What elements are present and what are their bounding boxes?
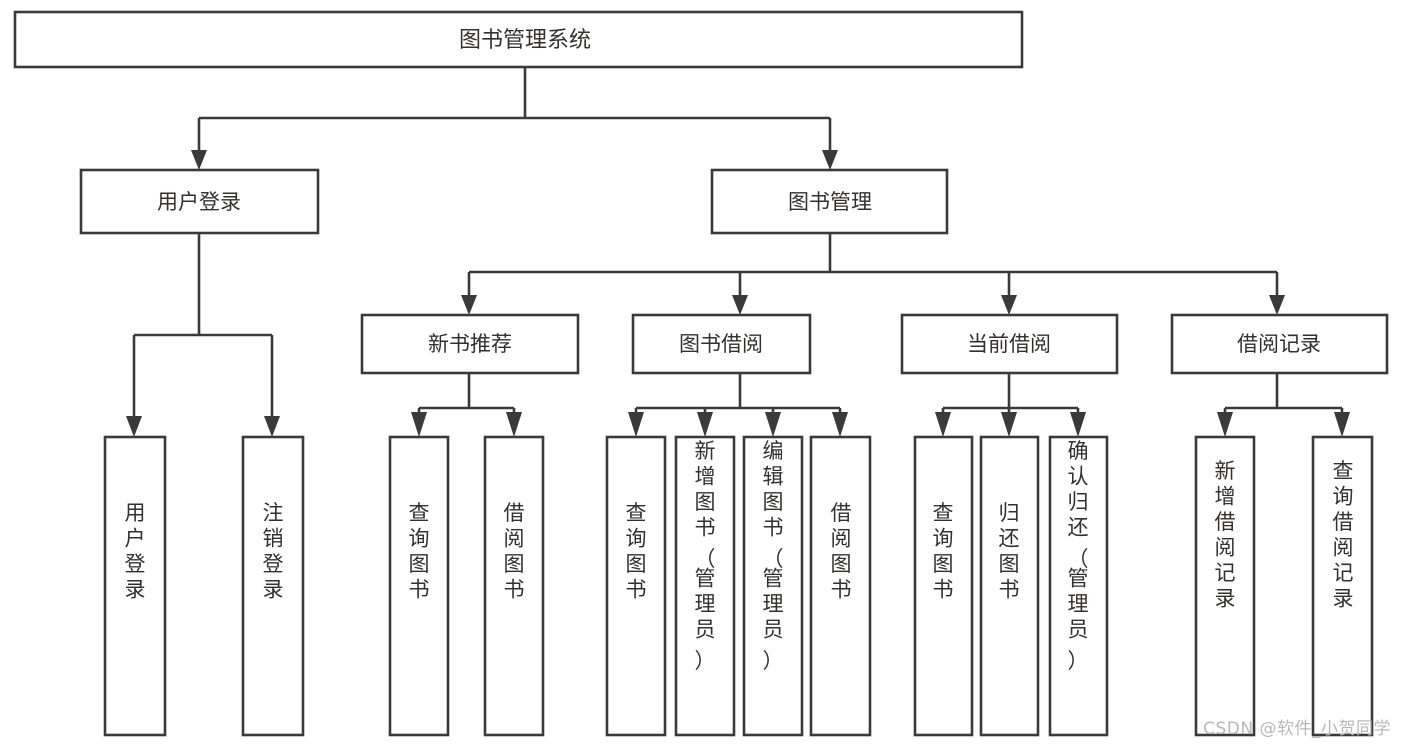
leaf-add-book-box[interactable] (674, 435, 736, 737)
leaf-edit-book-box[interactable] (742, 435, 804, 737)
node-current-borrow-box[interactable] (900, 313, 1119, 375)
leaf-user-logout-label: 注销登录 (263, 501, 284, 602)
leaf-query-book-3[interactable]: 查询图书 (913, 435, 974, 737)
arrow-to-leaf-borrow-book-2 (832, 412, 848, 437)
leaf-return-book[interactable]: 归还图书 (979, 435, 1040, 737)
arrow-to-leaf-add-record (1217, 412, 1233, 437)
arrow-to-leaf-query-book-2 (628, 412, 644, 437)
leaf-borrow-book-2[interactable]: 借阅图书 (809, 435, 872, 737)
node-root-box[interactable] (13, 10, 1024, 69)
leaf-query-book-1[interactable]: 查询图书 (388, 435, 450, 737)
arrow-to-current-borrow (1001, 295, 1017, 315)
node-borrow-record[interactable]: 借阅记录 (1170, 313, 1389, 375)
leaf-borrow-book-1-label: 借阅图书 (504, 501, 525, 602)
leaf-return-book-label: 归还图书 (999, 501, 1020, 602)
node-book-management-box[interactable] (710, 168, 949, 235)
leaf-edit-book-label: 编辑图书（管理员） (763, 439, 784, 673)
leaf-query-book-1-box[interactable] (388, 435, 450, 737)
node-current-borrow[interactable]: 当前借阅 (900, 313, 1119, 375)
arrow-to-user-login (191, 150, 207, 170)
leaf-return-book-box[interactable] (979, 435, 1040, 737)
node-book-borrow-label: 图书借阅 (679, 332, 763, 356)
leaf-borrow-book-1[interactable]: 借阅图书 (483, 435, 545, 737)
node-borrow-record-box[interactable] (1170, 313, 1389, 375)
leaf-user-login[interactable]: 用户登录 (103, 435, 167, 737)
node-book-management-label: 图书管理 (788, 190, 872, 214)
arrow-to-leaf-return-book (1001, 412, 1017, 437)
leaf-user-login-label: 用户登录 (125, 501, 146, 602)
leaf-confirm-return[interactable]: 确认归还（管理员） (1048, 435, 1109, 737)
node-current-borrow-label: 当前借阅 (967, 332, 1051, 356)
leaf-confirm-return-box[interactable] (1048, 435, 1109, 737)
arrow-to-leaf-user-login (126, 416, 142, 437)
leaf-query-book-2[interactable]: 查询图书 (605, 435, 667, 737)
leaf-borrow-book-2-label: 借阅图书 (831, 501, 852, 602)
leaf-query-book-3-label: 查询图书 (933, 501, 954, 602)
leaf-user-login-box[interactable] (103, 435, 167, 737)
node-book-management[interactable]: 图书管理 (710, 168, 949, 235)
arrow-to-borrow-record (1269, 295, 1285, 315)
arrow-to-leaf-query-book-1 (411, 412, 427, 437)
node-book-borrow[interactable]: 图书借阅 (631, 313, 812, 375)
leaf-add-book-label: 新增图书（管理员） (695, 439, 716, 673)
node-new-book-recommend[interactable]: 新书推荐 (360, 313, 580, 375)
node-new-book-recommend-box[interactable] (360, 313, 580, 375)
connector-layer (126, 67, 1350, 437)
arrow-to-book-management (822, 150, 838, 170)
leaf-borrow-book-1-box[interactable] (483, 435, 545, 737)
arrow-to-leaf-query-record (1334, 412, 1350, 437)
leaf-edit-book[interactable]: 编辑图书（管理员） (742, 435, 804, 737)
node-new-book-recommend-label: 新书推荐 (428, 332, 512, 356)
arrow-to-leaf-confirm-return (1070, 412, 1086, 437)
leaf-query-record[interactable]: 查询借阅记录 (1311, 435, 1374, 737)
leaf-query-record-label: 查询借阅记录 (1333, 459, 1354, 611)
leaf-query-record-box[interactable] (1311, 435, 1374, 737)
arrow-to-leaf-edit-book (765, 412, 781, 437)
node-root[interactable]: 图书管理系统 (13, 10, 1024, 69)
node-book-borrow-box[interactable] (631, 313, 812, 375)
leaf-query-book-1-label: 查询图书 (409, 501, 430, 602)
leaf-query-book-2-label: 查询图书 (626, 501, 647, 602)
leaf-confirm-return-label: 确认归还（管理员） (1068, 439, 1089, 673)
node-borrow-record-label: 借阅记录 (1237, 332, 1321, 356)
leaf-add-record[interactable]: 新增借阅记录 (1194, 435, 1256, 737)
node-user-login[interactable]: 用户登录 (79, 168, 320, 235)
leaf-add-record-box[interactable] (1194, 435, 1256, 737)
arrow-to-leaf-query-book-3 (935, 412, 951, 437)
leaf-query-book-3-box[interactable] (913, 435, 974, 737)
leaf-user-logout-box[interactable] (241, 435, 305, 737)
node-user-login-label: 用户登录 (157, 190, 241, 214)
arrow-to-new-book-recommend (461, 295, 477, 315)
arrow-to-leaf-user-logout (264, 416, 280, 437)
leaf-user-logout[interactable]: 注销登录 (241, 435, 305, 737)
node-user-login-box[interactable] (79, 168, 320, 235)
arrow-to-leaf-add-book (697, 412, 713, 437)
leaf-borrow-book-2-box[interactable] (809, 435, 872, 737)
leaf-add-record-label: 新增借阅记录 (1215, 459, 1236, 611)
leaf-query-book-2-box[interactable] (605, 435, 667, 737)
arrow-to-book-borrow (732, 295, 748, 315)
node-root-label: 图书管理系统 (459, 28, 591, 53)
leaf-add-book[interactable]: 新增图书（管理员） (674, 435, 736, 737)
arrow-to-leaf-borrow-book-1 (506, 412, 522, 437)
